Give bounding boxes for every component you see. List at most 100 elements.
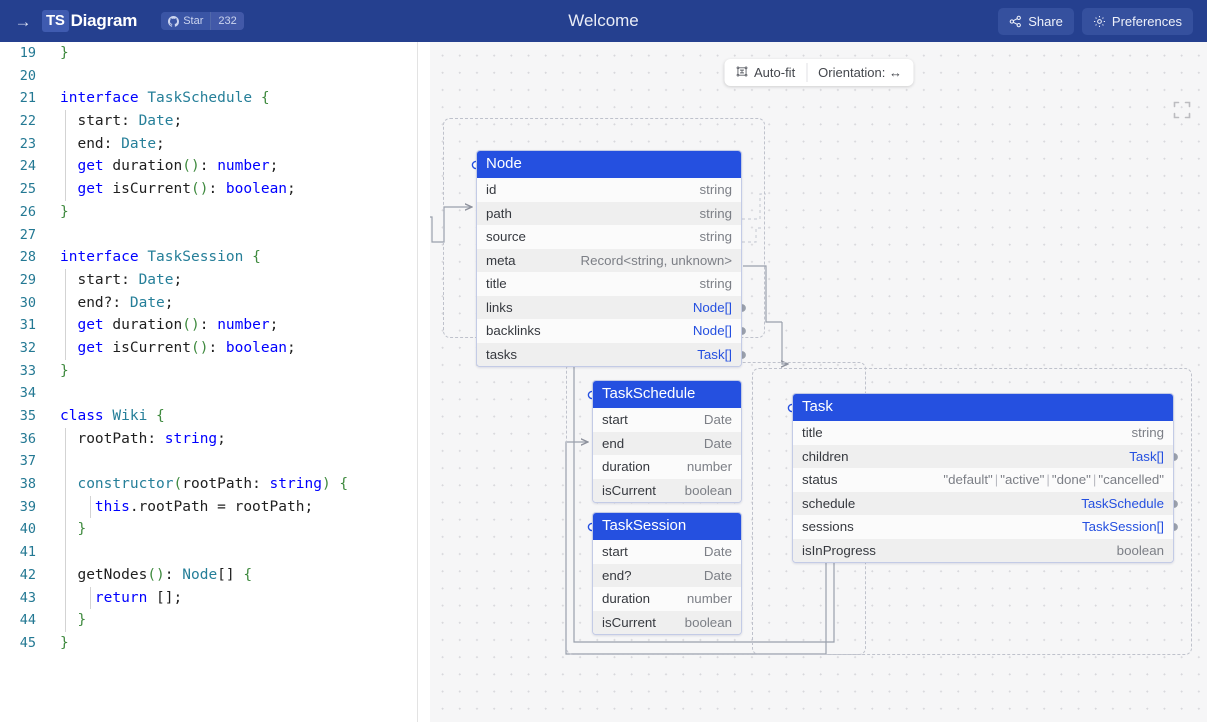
preferences-button[interactable]: Preferences: [1081, 7, 1193, 35]
entity-title-task[interactable]: Task: [793, 394, 1173, 421]
code-text[interactable]: get isCurrent(): boolean;: [46, 178, 296, 201]
code-token: constructor: [77, 476, 174, 493]
code-token: [60, 340, 77, 356]
code-text[interactable]: [46, 65, 60, 88]
code-token: Date: [121, 135, 157, 152]
entity-row[interactable]: end?Date: [593, 563, 741, 587]
code-text[interactable]: get duration(): number;: [46, 314, 278, 337]
line-number: 35: [19, 408, 36, 424]
code-token: boolean: [225, 181, 288, 198]
code-text[interactable]: }: [46, 632, 69, 655]
code-token: number: [217, 158, 270, 175]
code-text[interactable]: getNodes(): Node[] {: [46, 563, 252, 587]
code-text[interactable]: [46, 382, 60, 405]
code-text[interactable]: end?: Date;: [46, 291, 174, 315]
field-name: start: [602, 544, 628, 560]
code-text[interactable]: [46, 541, 66, 564]
code-token: []: [217, 566, 235, 583]
code-token: boolean: [225, 339, 288, 356]
code-text[interactable]: class Wiki {: [46, 405, 165, 428]
code-token: :: [121, 113, 139, 130]
entity-title-taskschedule[interactable]: TaskSchedule: [593, 381, 741, 408]
code-text[interactable]: end: Date;: [46, 132, 165, 156]
line-number: 25: [19, 181, 36, 198]
github-star-badge[interactable]: Star 232: [161, 12, 244, 30]
github-star-group[interactable]: Star: [161, 12, 211, 30]
code-token: :: [252, 476, 270, 493]
code-token: }: [60, 203, 69, 220]
code-text[interactable]: }: [46, 518, 86, 542]
indent-guide: [65, 473, 66, 496]
auto-fit-button[interactable]: Auto-fit: [724, 59, 806, 86]
code-text[interactable]: constructor(rootPath: string) {: [46, 473, 348, 496]
auto-fit-label: Auto-fit: [753, 65, 796, 80]
code-text[interactable]: start: Date;: [46, 110, 182, 133]
code-token: rootPath: [182, 476, 253, 493]
code-text[interactable]: start: Date;: [46, 268, 182, 292]
code-line: 42 getNodes(): Node[] {: [0, 563, 417, 587]
diagram-canvas[interactable]: Auto-fit Orientation: ↔: [430, 42, 1207, 722]
fullscreen-icon[interactable]: [1172, 100, 1192, 120]
field-name: isInProgress: [802, 542, 876, 558]
entity-title-tasksession[interactable]: TaskSession: [593, 513, 741, 540]
code-text[interactable]: }: [46, 609, 86, 632]
orientation-button[interactable]: Orientation: ↔: [807, 59, 913, 86]
entity-title-node[interactable]: Node: [477, 151, 741, 178]
code-text[interactable]: }: [46, 42, 69, 65]
line-number: 22: [19, 113, 36, 130]
code-text[interactable]: this.rootPath = rootPath;: [46, 495, 313, 519]
code-token: :: [147, 430, 165, 447]
arrow-right-icon[interactable]: →: [14, 11, 32, 31]
code-text[interactable]: get duration(): number;: [46, 155, 278, 179]
brand-logo[interactable]: TS Diagram: [42, 10, 137, 32]
code-token: Date: [138, 271, 174, 288]
indent-guide: [65, 518, 66, 542]
code-text[interactable]: interface TaskSchedule {: [46, 87, 270, 110]
entity-row[interactable]: status"default"|"active"|"done"|"cancell…: [793, 468, 1173, 492]
code-text[interactable]: }: [46, 201, 69, 224]
code-text[interactable]: }: [46, 360, 69, 383]
code-text[interactable]: get isCurrent(): boolean;: [46, 336, 296, 360]
code-token: rootPath: [60, 430, 148, 447]
code-text[interactable]: return [];: [46, 586, 182, 610]
code-text[interactable]: [46, 224, 60, 247]
code-text[interactable]: rootPath: string;: [46, 427, 226, 451]
code-token: (: [173, 476, 183, 493]
line-number: 40: [19, 521, 36, 538]
code-text[interactable]: [46, 450, 66, 474]
field-name: sessions: [802, 519, 854, 535]
code-token: {: [339, 476, 349, 493]
code-text[interactable]: interface TaskSession {: [46, 246, 261, 269]
code-token: {: [156, 408, 165, 424]
line-number: 45: [19, 634, 36, 651]
share-button[interactable]: Share: [998, 7, 1074, 35]
